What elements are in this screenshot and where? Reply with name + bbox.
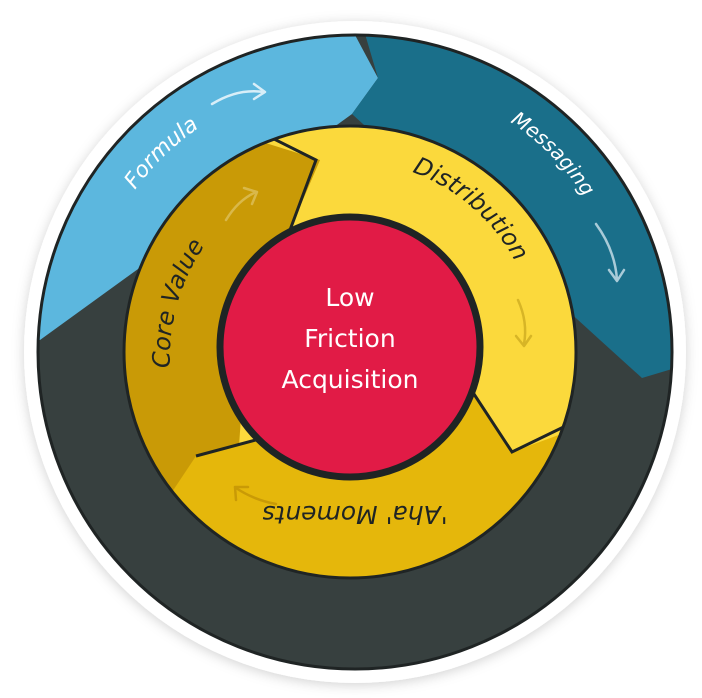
outer-ring-outline	[36, 33, 674, 671]
distribution-arrow-icon	[514, 298, 533, 348]
inner-ring-outline	[122, 124, 578, 580]
formula-arrow-icon	[210, 82, 267, 106]
center-line-3: Acquisition	[282, 365, 419, 394]
aha-moments-arrow-icon	[233, 485, 278, 506]
center-hub	[216, 213, 484, 481]
aha-moments-label: 'Aha' Moments	[262, 500, 447, 529]
inner-divider	[468, 387, 576, 454]
center-line-2: Friction	[304, 324, 395, 353]
center-line-1: Low	[325, 283, 374, 312]
messaging-arrow-icon	[594, 222, 626, 283]
core-value-arrow-icon	[224, 186, 259, 222]
